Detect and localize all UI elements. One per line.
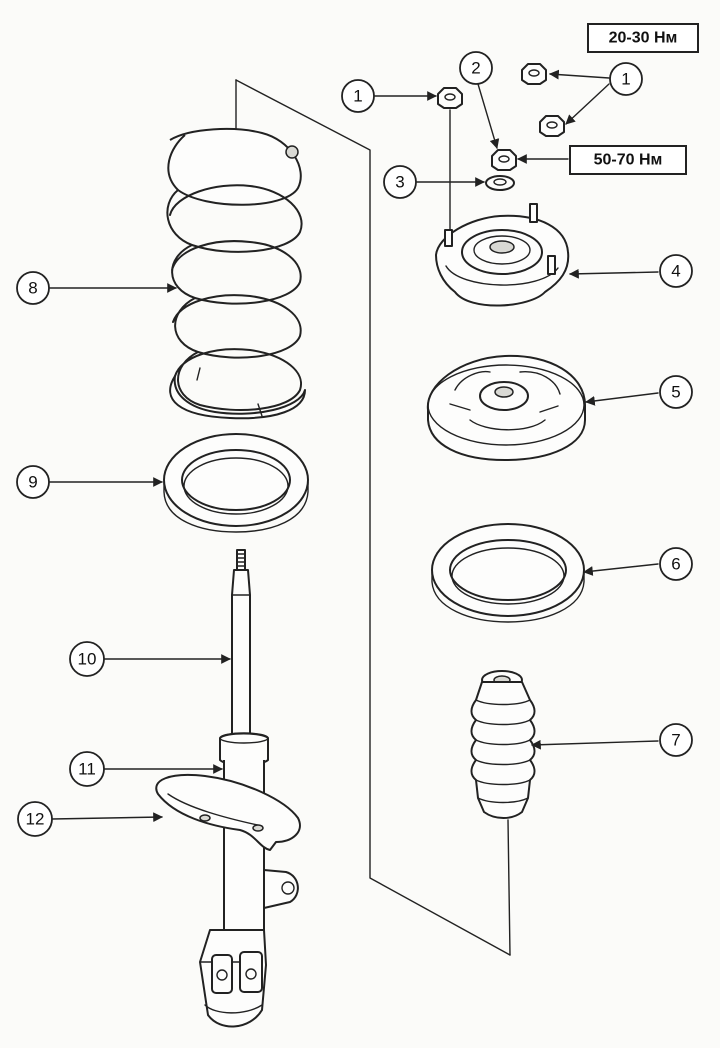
callout-number: 1: [621, 70, 630, 89]
callout-11: 11: [69, 751, 105, 787]
callout-number: 8: [28, 279, 37, 298]
callout-7: 7: [659, 723, 693, 757]
torque-label-center-nut: 50-70 Нм: [594, 152, 663, 169]
callout-9: 9: [16, 465, 50, 499]
callout-number: 2: [471, 59, 480, 78]
callout-4: 4: [659, 254, 693, 288]
callout-number: 10: [78, 650, 97, 669]
upper-spring-seat: [426, 354, 586, 461]
coil-spring: [166, 127, 306, 420]
callout-number: 5: [671, 383, 680, 402]
callout-10: 10: [69, 641, 105, 677]
upper-nut-mid-right: [539, 115, 565, 137]
callout-number: 9: [28, 473, 37, 492]
leader-lines: [49, 69, 659, 823]
callout-number: 4: [671, 262, 680, 281]
center-nut: [491, 149, 517, 171]
torque-box-upper-nuts: 20-30 Нм: [587, 23, 699, 53]
callout-2: 2: [459, 51, 493, 85]
callout-1-left: 1: [341, 79, 375, 113]
callout-number: 1: [353, 87, 362, 106]
dust-boot: [470, 670, 536, 819]
callout-number: 3: [395, 173, 404, 192]
torque-box-center-nut: 50-70 Нм: [569, 145, 687, 175]
strut-mount: [435, 203, 570, 307]
upper-spring-insulator: [431, 523, 585, 623]
callout-number: 12: [26, 810, 45, 829]
lower-spring-insulator: [163, 433, 309, 533]
callout-8: 8: [16, 271, 50, 305]
callout-number: 7: [671, 731, 680, 750]
callout-5: 5: [659, 375, 693, 409]
upper-nut-left: [437, 87, 463, 231]
upper-nut-top-right: [521, 63, 547, 85]
callout-3: 3: [383, 165, 417, 199]
torque-label-upper-nuts: 20-30 Нм: [609, 30, 678, 47]
shock-absorber: [155, 549, 301, 1028]
washer: [485, 175, 515, 191]
callout-6: 6: [659, 547, 693, 581]
callout-12: 12: [17, 801, 53, 837]
callout-1-right: 1: [609, 62, 643, 96]
callout-number: 11: [78, 760, 96, 779]
callout-number: 6: [671, 555, 680, 574]
